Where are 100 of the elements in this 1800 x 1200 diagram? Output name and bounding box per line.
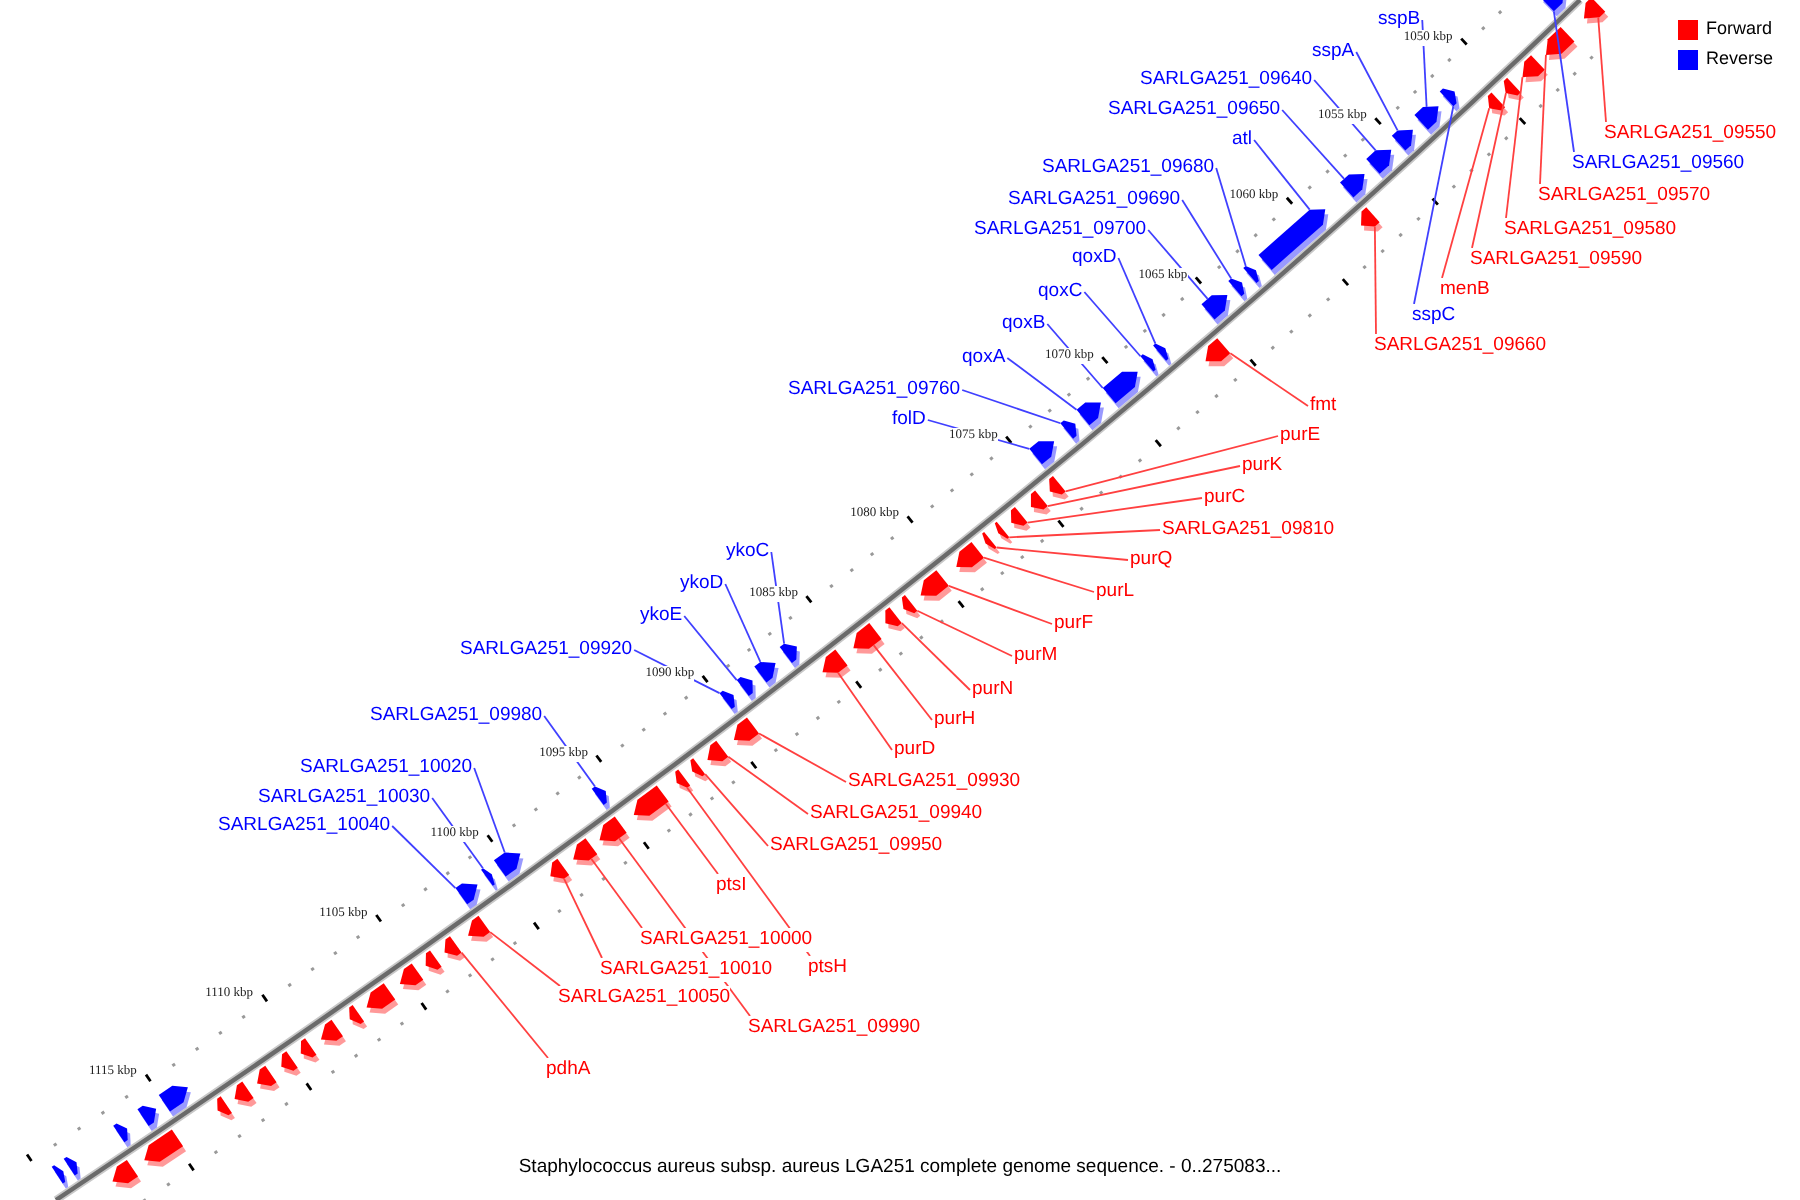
gene-feature	[733, 717, 763, 746]
gene-feature	[455, 883, 481, 910]
gene-feature	[719, 690, 738, 715]
gene-label: purM	[1014, 644, 1058, 668]
gene-feature	[956, 542, 987, 573]
gene-label: qoxB	[1002, 312, 1046, 336]
gene-feature	[257, 1065, 280, 1092]
gene-label: SARLGA251_10050	[558, 986, 731, 1010]
leader-line	[489, 931, 561, 987]
gene-feature	[1361, 207, 1383, 232]
leader-line	[724, 583, 762, 663]
gene-feature	[1540, 0, 1568, 17]
gene-label: SARLGA251_10000	[640, 928, 813, 952]
legend-label: Forward	[1706, 18, 1773, 40]
gene-feature	[1010, 507, 1031, 531]
gene-label: SARLGA251_09590	[1470, 248, 1643, 272]
gene-label: SARLGA251_09560	[1572, 152, 1745, 176]
leader-line	[1253, 139, 1311, 211]
leader-line	[391, 825, 457, 889]
gene-feature	[234, 1081, 257, 1107]
gene-label: SARLGA251_09640	[1140, 68, 1313, 92]
gene-feature	[1060, 420, 1080, 444]
gene-feature	[144, 1129, 187, 1167]
gene-label: SARLGA251_10010	[600, 958, 773, 982]
gene-label: SARLGA251_09980	[370, 704, 543, 728]
leader-line	[837, 671, 893, 751]
gene-feature	[1258, 209, 1329, 275]
gene-label: SARLGA251_09760	[788, 378, 961, 402]
gene-label: sspA	[1312, 40, 1355, 64]
gene-label: purH	[934, 708, 976, 732]
leader-line	[1413, 105, 1455, 305]
gene-feature	[1503, 77, 1524, 101]
gene-feature	[920, 570, 952, 601]
leader-line	[961, 389, 1062, 425]
gene-label: SARLGA251_09570	[1538, 184, 1711, 208]
gene-label: purK	[1242, 454, 1283, 478]
gene-feature	[158, 1085, 191, 1117]
gene-feature	[853, 623, 885, 654]
leader-line	[473, 767, 506, 854]
gene-label: purL	[1096, 580, 1135, 604]
leader-line	[1552, 10, 1575, 153]
gene-feature	[1439, 88, 1460, 112]
leader-line	[947, 584, 1053, 625]
gene-feature	[822, 649, 851, 678]
gene-feature	[320, 1019, 346, 1046]
gene-feature	[779, 643, 800, 668]
gene-label: purQ	[1130, 548, 1173, 572]
gene-feature	[982, 531, 1000, 555]
gene-label: purD	[894, 738, 936, 762]
gene-label: SARLGA251_09950	[770, 834, 943, 858]
gene-label: SARLGA251_09990	[748, 1016, 921, 1040]
gene-feature	[1522, 55, 1548, 83]
gene-label: SARLGA251_10030	[258, 786, 431, 810]
gene-feature	[994, 521, 1013, 544]
gene-feature	[1340, 173, 1368, 203]
gene-feature	[444, 936, 465, 961]
leader-line	[1355, 51, 1399, 132]
gene-feature	[736, 677, 756, 701]
gene-label: qoxD	[1072, 246, 1117, 270]
gene-feature	[1414, 106, 1442, 135]
gene-feature	[885, 607, 905, 632]
gene-feature	[300, 1038, 320, 1063]
leader-line	[683, 615, 738, 681]
leader-line	[1147, 229, 1209, 300]
gene-feature	[1201, 295, 1231, 325]
gene-feature	[1049, 476, 1069, 500]
leader-line	[1281, 109, 1346, 180]
gene-label: sspB	[1378, 8, 1421, 32]
leader-line	[872, 644, 933, 721]
gene-feature	[63, 1156, 81, 1181]
gene-feature	[1205, 338, 1234, 367]
leader-line	[916, 609, 1013, 657]
gene-feature	[349, 1005, 368, 1029]
gene-feature	[901, 595, 921, 619]
gene-feature	[1030, 490, 1051, 515]
gene-feature	[1391, 129, 1416, 156]
gene-feature	[493, 852, 524, 882]
gene-feature	[550, 858, 573, 884]
gene-label: ptsH	[808, 956, 848, 980]
leader-line	[1597, 16, 1607, 123]
leader-line	[460, 951, 549, 1059]
leader-line	[1505, 76, 1524, 219]
gene-label: SARLGA251_09550	[1604, 122, 1777, 146]
leader-line	[1006, 357, 1078, 411]
gene-feature	[425, 950, 445, 975]
leader-line	[758, 732, 847, 783]
leader-line	[983, 556, 1095, 593]
leader-line	[727, 755, 809, 815]
leader-line	[1083, 291, 1142, 358]
leader-line	[1229, 352, 1309, 407]
leader-line	[1046, 465, 1241, 507]
gene-label: SARLGA251_09580	[1504, 218, 1677, 242]
gene-label: SARLGA251_10020	[300, 756, 473, 780]
gene-feature	[468, 915, 494, 942]
leader-line	[1181, 199, 1233, 280]
gene-label: SARLGA251_09650	[1108, 98, 1281, 122]
leader-line	[1215, 167, 1247, 267]
leader-line	[704, 773, 769, 847]
gene-feature	[1583, 0, 1609, 24]
leader-line	[1064, 435, 1279, 493]
